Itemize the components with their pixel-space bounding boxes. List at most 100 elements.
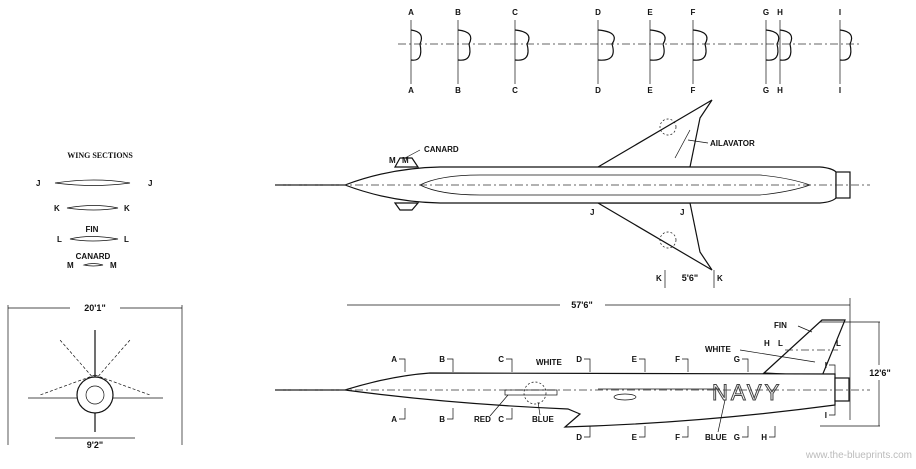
section-j-right: J <box>148 179 152 188</box>
side-section-d-bottom: D <box>576 433 582 442</box>
section-label-i-top: I <box>839 8 841 17</box>
side-section-b-top: B <box>439 355 445 364</box>
upper-wing <box>595 99 713 168</box>
section-profile-h <box>779 29 793 61</box>
fin-section-l <box>69 236 119 242</box>
section-j-plan-left: J <box>590 208 594 217</box>
side-section-h-bottom: H <box>761 433 767 442</box>
canard-callout: CANARD <box>424 145 459 154</box>
insignia-bars <box>504 389 558 396</box>
wing-section-k <box>66 205 119 211</box>
span-dimension: 20'1" <box>84 303 105 313</box>
plan-view: M M CANARD AILAVATOR J J K 5'6" K <box>275 99 870 288</box>
blue-callout-insignia: BLUE <box>532 415 554 424</box>
section-label-g-top: G <box>763 8 769 17</box>
white-callout-navy: WHITE <box>705 345 731 354</box>
section-label-c-top: C <box>512 8 518 17</box>
fuselage-front <box>76 376 114 414</box>
side-section-f-bottom: F <box>675 433 680 442</box>
section-label-e-bottom: E <box>647 86 653 95</box>
side-section-i-top: I <box>825 361 827 370</box>
navy-marking: NAVY <box>712 380 782 405</box>
section-k-left: K <box>54 204 60 213</box>
ailavator-callout: AILAVATOR <box>710 139 755 148</box>
side-section-e-top: E <box>632 355 638 364</box>
section-label-h-bottom: H <box>777 86 783 95</box>
insignia-star-upper <box>659 118 677 136</box>
side-section-b-bottom: B <box>439 415 445 424</box>
section-label-a-top: A <box>408 8 414 17</box>
fuselage-side <box>344 372 836 428</box>
wing-sections-title: WING SECTIONS <box>67 151 133 160</box>
insignia-side <box>523 381 547 405</box>
section-label-a-bottom: A <box>408 86 414 95</box>
section-profile-i <box>839 29 853 61</box>
canard-lower <box>393 202 420 211</box>
wing-sections-legend: WING SECTIONS J J K K FIN L L CANARD M M <box>36 151 152 270</box>
lower-wing <box>595 202 713 271</box>
white-callout-insignia: WHITE <box>536 358 562 367</box>
canard-section-m <box>82 263 104 267</box>
section-label-b-bottom: B <box>455 86 461 95</box>
section-m-left: M <box>67 261 74 270</box>
section-h-fin: H <box>764 339 770 348</box>
canard-upper <box>393 157 420 168</box>
section-profile-f <box>692 29 708 61</box>
side-section-c-top: C <box>498 355 504 364</box>
canard-label: CANARD <box>76 252 111 261</box>
section-j-plan-right: J <box>680 208 684 217</box>
side-section-d-top: D <box>576 355 582 364</box>
section-profile-b <box>457 29 472 61</box>
side-section-f-top: F <box>675 355 680 364</box>
watermark: www.the-blueprints.com <box>805 450 912 461</box>
tail-span-dimension: 9'2" <box>87 440 103 450</box>
section-label-d-top: D <box>595 8 601 17</box>
section-l-right: L <box>124 235 129 244</box>
side-section-c-bottom: C <box>498 415 504 424</box>
side-view: 57'6" NAVY 12'6" FIN WHITE RED BLUE WHIT… <box>275 298 891 442</box>
side-section-g-top: G <box>734 355 740 364</box>
wing-section-j <box>54 179 131 186</box>
front-view: 20'1" 9'2" <box>7 303 183 450</box>
section-label-i-bottom: I <box>839 86 841 95</box>
section-l-fin-left: L <box>778 339 783 348</box>
canard-m-left: M <box>402 156 409 165</box>
side-section-i-bottom: I <box>825 411 827 420</box>
section-label-d-bottom: D <box>595 86 601 95</box>
side-section-a-top: A <box>391 355 397 364</box>
section-profile-a <box>410 29 423 61</box>
blue-callout-navy: BLUE <box>705 433 727 442</box>
section-label-b-top: B <box>455 8 461 17</box>
canard-m-right: M <box>389 156 396 165</box>
section-label-e-top: E <box>647 8 653 17</box>
section-j-left: J <box>36 179 40 188</box>
side-section-e-bottom: E <box>632 433 638 442</box>
height-dimension: 12'6" <box>869 368 890 378</box>
section-l-fin-right: L <box>836 339 841 348</box>
section-profile-g <box>765 29 780 61</box>
section-k-right: K <box>124 204 130 213</box>
section-label-f-bottom: F <box>691 86 696 95</box>
section-label-h-top: H <box>777 8 783 17</box>
insignia-star-lower <box>659 231 677 249</box>
length-dimension: 57'6" <box>571 300 592 310</box>
fin-callout: FIN <box>774 321 787 330</box>
section-profile-c <box>514 29 530 61</box>
exhaust-side <box>834 377 850 402</box>
section-k-plan-right: K <box>717 274 723 283</box>
section-label-f-top: F <box>691 8 696 17</box>
section-k-plan-left: K <box>656 274 662 283</box>
section-profile-e <box>649 29 666 61</box>
side-section-a-bottom: A <box>391 415 397 424</box>
side-section-g-bottom: G <box>734 433 740 442</box>
section-l-left: L <box>57 235 62 244</box>
wing-chord-dimension: 5'6" <box>682 273 698 283</box>
section-profile-d <box>597 29 615 61</box>
section-label-c-bottom: C <box>512 86 518 95</box>
section-label-g-bottom: G <box>763 86 769 95</box>
fin-label: FIN <box>86 225 99 234</box>
section-m-right: M <box>110 261 117 270</box>
